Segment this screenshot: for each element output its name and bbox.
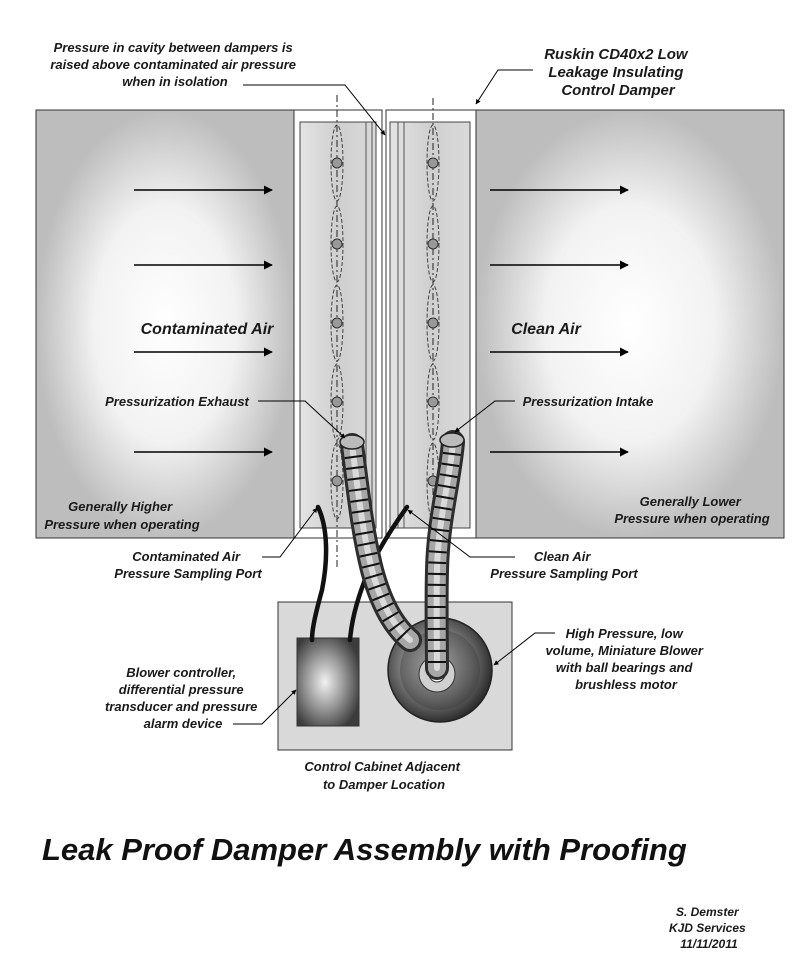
blower-label: High Pressure, low volume, Miniature Blo… <box>545 626 706 692</box>
diagram-title: Leak Proof Damper Assembly with Proofing <box>42 832 687 867</box>
controller-label: Blower controller, differential pressure… <box>105 665 261 731</box>
contaminated-side-panel <box>35 109 295 539</box>
intake-hose <box>424 430 465 680</box>
exhaust-hose <box>339 433 422 652</box>
damper-model-label: Ruskin CD40x2 Low Leakage Insulating Con… <box>544 46 692 99</box>
contaminated-port-label: Contaminated Air Pressure Sampling Port <box>114 549 262 581</box>
lower-pressure-label: Generally Lower Pressure when operating <box>614 494 769 526</box>
clean-port-label: Clean Air Pressure Sampling Port <box>490 549 638 581</box>
contaminated-air-label: Contaminated Air <box>141 321 275 338</box>
clean-air-label: Clean Air <box>511 321 581 338</box>
pressurization-intake-label: Pressurization Intake <box>523 394 654 409</box>
cavity-note-label: Pressure in cavity between dampers is ra… <box>50 40 299 89</box>
signature-block: S. Demster KJD Services 11/11/2011 <box>669 905 749 951</box>
airflow-arrows-contaminated <box>134 185 273 457</box>
clean-side-panel <box>475 109 785 539</box>
leader-lines <box>233 69 555 725</box>
airflow-arrows-clean <box>490 185 629 457</box>
damper-blades-left <box>330 124 344 520</box>
controller-box <box>296 637 360 727</box>
higher-pressure-label: Generally Higher Pressure when operating <box>44 499 199 532</box>
control-cabinet-label: Control Cabinet Adjacent to Damper Locat… <box>304 759 463 792</box>
pressurization-exhaust-label: Pressurization Exhaust <box>105 394 249 409</box>
